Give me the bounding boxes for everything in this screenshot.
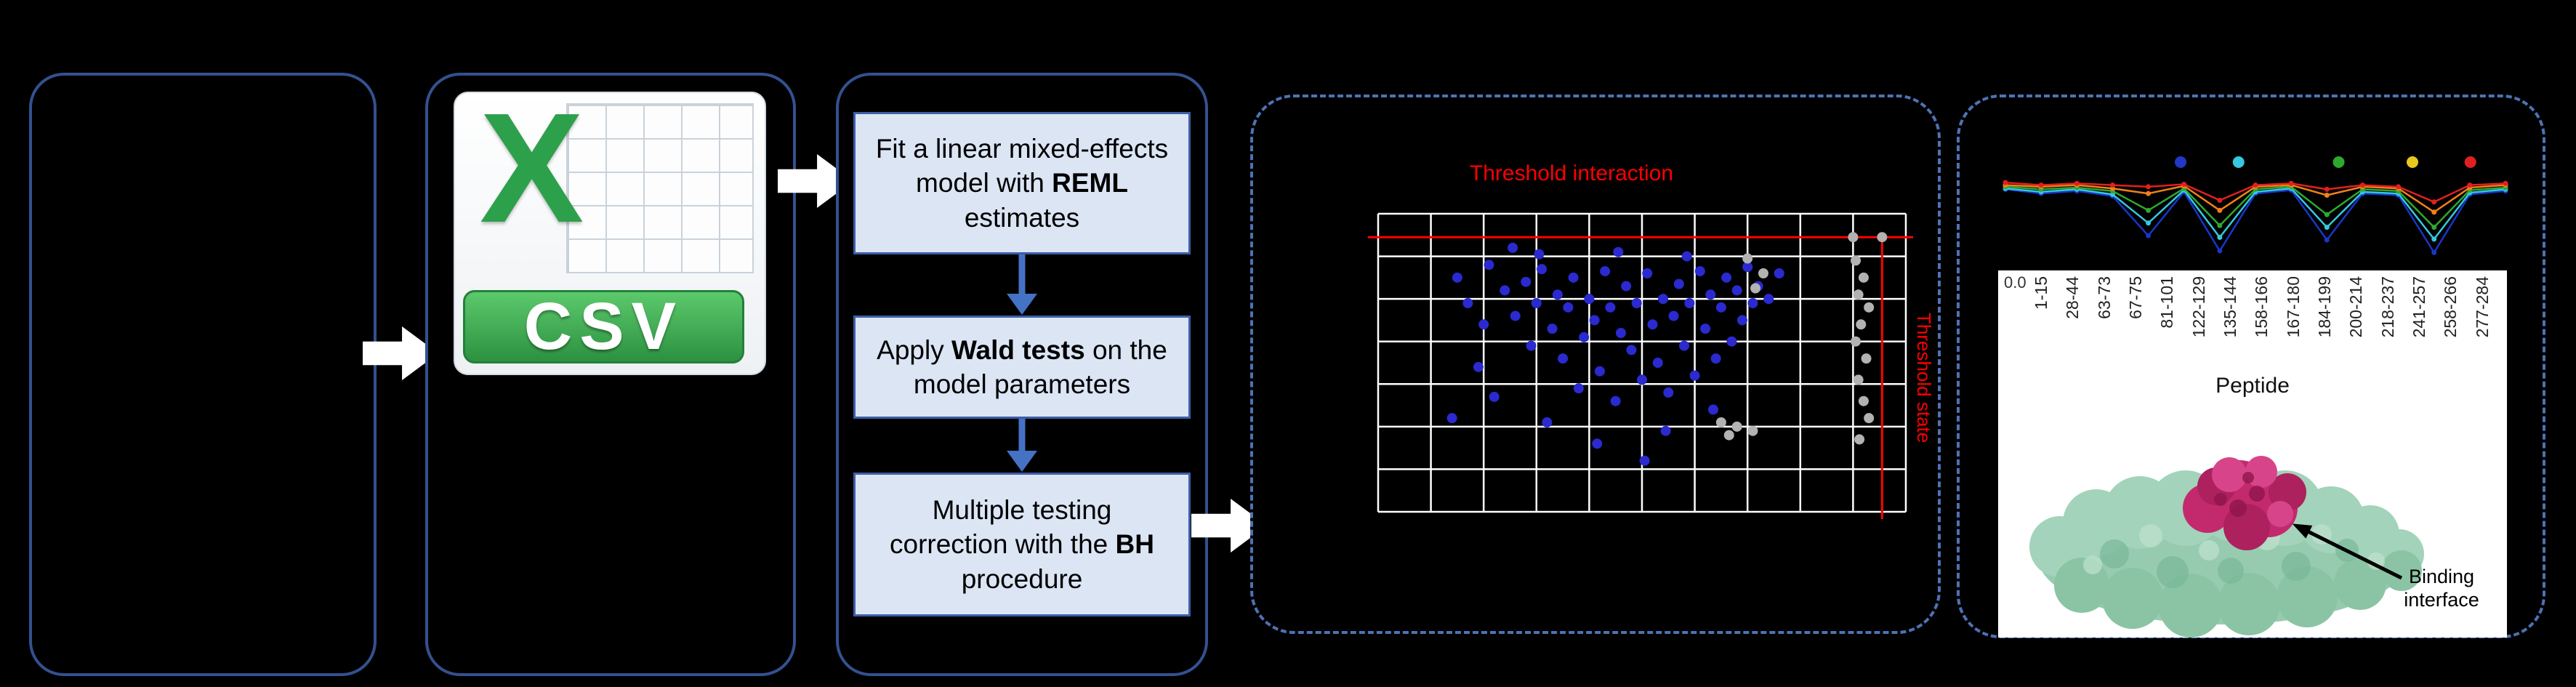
peptide-tick-label: 1-15 <box>2032 276 2050 310</box>
panel-raw-data <box>29 73 377 676</box>
panel-statistics: Fit a linear mixed-effects model with RE… <box>836 73 1208 676</box>
panel-csv-export: X CSV <box>425 73 796 676</box>
spreadsheet-grid <box>565 103 754 273</box>
legend-dot <box>2175 156 2186 168</box>
peptide-tick-label: 241-257 <box>2410 276 2429 338</box>
peptide-tick-label: 135-144 <box>2221 276 2240 338</box>
binding-interface-label: Binding interface <box>2404 566 2479 611</box>
threshold-state-label: Threshold state <box>1913 313 1935 443</box>
step-text: Fit a linear mixed-effects model with RE… <box>875 133 1169 233</box>
peptide-axis-labels: 1-15 28-44 63-73 67-75 81-101 122-129 135-144 1… <box>2032 276 2492 369</box>
y-axis-tick: 0.0 <box>2004 273 2026 292</box>
down-arrow-icon <box>1007 254 1037 315</box>
peptide-tick-label: 158-166 <box>2252 276 2271 338</box>
peptide-tick-label: 81-101 <box>2157 276 2177 329</box>
axis-and-structure-panel: 0.0 1-15 28-44 63-73 67-75 81-101 122-129 135-… <box>1998 270 2507 638</box>
binding-arrow-icon <box>2292 523 2403 580</box>
legend-dot <box>2333 156 2345 168</box>
step-wald-tests: Apply Wald tests on the model parameters <box>853 316 1191 419</box>
threshold-interaction-label: Threshold interaction <box>1469 161 1674 185</box>
excel-x-logo: X <box>479 80 584 256</box>
peptide-tick-label: 63-73 <box>2094 276 2114 319</box>
peptide-tick-label: 277-284 <box>2472 276 2492 338</box>
peptide-tick-label: 28-44 <box>2063 276 2082 319</box>
peptide-tick-label: 167-180 <box>2283 276 2303 338</box>
legend-dot <box>2464 156 2476 168</box>
csv-file-icon: X CSV <box>454 80 766 375</box>
panel-results: 0.0 1-15 28-44 63-73 67-75 81-101 122-129 135-… <box>1957 95 2545 638</box>
csv-banner-label: CSV <box>462 289 744 364</box>
uptake-plot <box>2003 156 2508 255</box>
peptide-tick-label: 258-266 <box>2441 276 2460 338</box>
peptide-tick-label: 184-199 <box>2315 276 2335 338</box>
step-text: Apply Wald tests on the model parameters <box>877 334 1167 399</box>
peptide-tick-label: 218-237 <box>2378 276 2397 338</box>
protein-structure <box>2029 456 2424 638</box>
x-axis-title: Peptide <box>2215 374 2290 398</box>
peptide-tick-label: 200-214 <box>2346 276 2366 338</box>
legend-dot <box>2407 156 2418 168</box>
step-fit-model: Fit a linear mixed-effects model with RE… <box>853 112 1191 254</box>
step-text: Multiple testing correction with the BH … <box>890 494 1154 594</box>
step-bh-correction: Multiple testing correction with the BH … <box>853 473 1191 616</box>
legend-dot <box>2232 156 2245 168</box>
volcano-plot <box>1368 212 1913 519</box>
panel-volcano-plot: Threshold interaction Threshold state <box>1250 95 1941 634</box>
peptide-tick-label: 67-75 <box>2126 276 2146 319</box>
down-arrow-icon <box>1007 419 1037 472</box>
peptide-tick-label: 122-129 <box>2189 276 2208 338</box>
